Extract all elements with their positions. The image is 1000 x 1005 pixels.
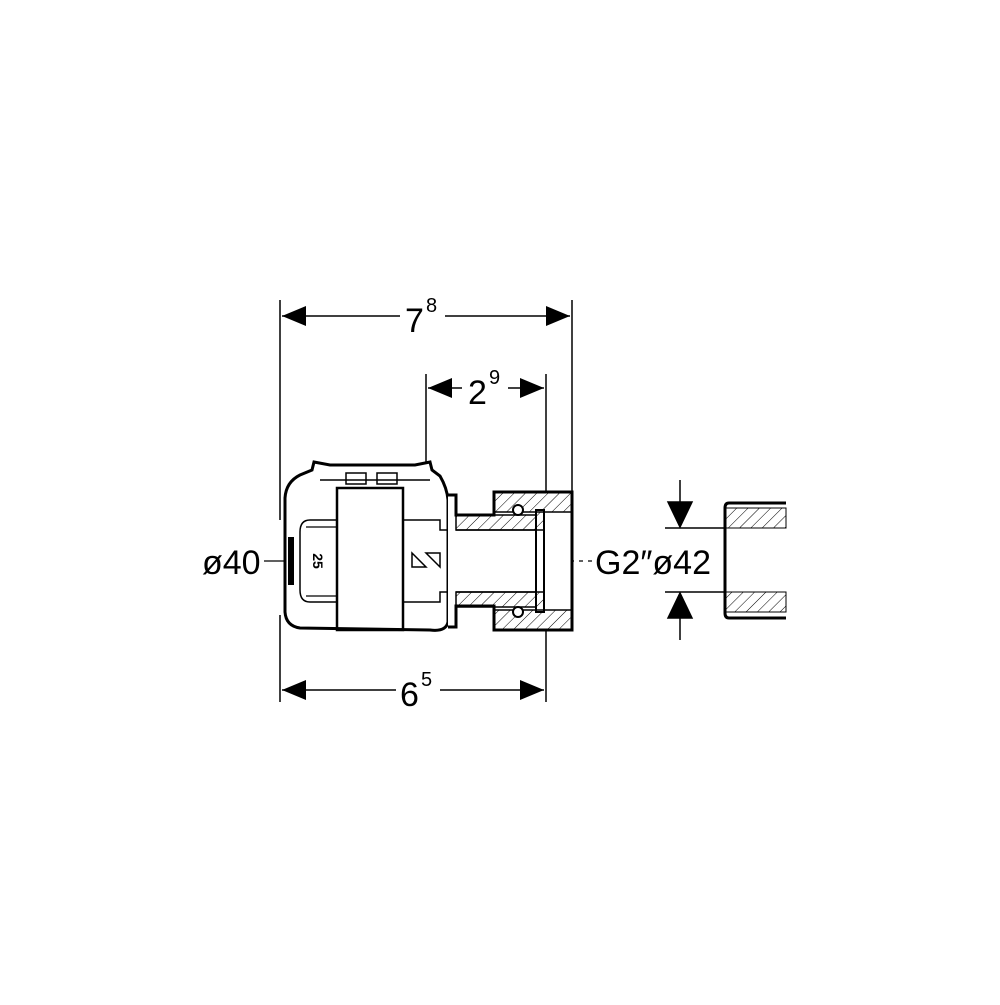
threaded-pipe-section — [723, 501, 787, 620]
dimension-overall-length: 7 8 — [282, 295, 570, 340]
dimension-body-length: 6 5 — [282, 669, 544, 714]
dimension-label-main: 2 — [468, 374, 487, 412]
dimension-label-main: 7 — [405, 302, 424, 340]
dimension-label-sup: 5 — [421, 669, 432, 691]
dimension-insertion-length: 2 9 — [428, 367, 544, 412]
press-fitting-body — [283, 460, 574, 632]
size-marking: 25 — [310, 553, 326, 569]
dimension-label-main: 6 — [400, 676, 419, 714]
pipe-diameter-label: ø40 — [202, 544, 261, 582]
dimension-label-sup: 9 — [489, 367, 500, 389]
dimension-label-sup: 8 — [426, 295, 437, 317]
dimension-thread-diameter-arrows — [665, 480, 725, 640]
thread-diameter-label: G2″ø42 — [595, 544, 711, 582]
